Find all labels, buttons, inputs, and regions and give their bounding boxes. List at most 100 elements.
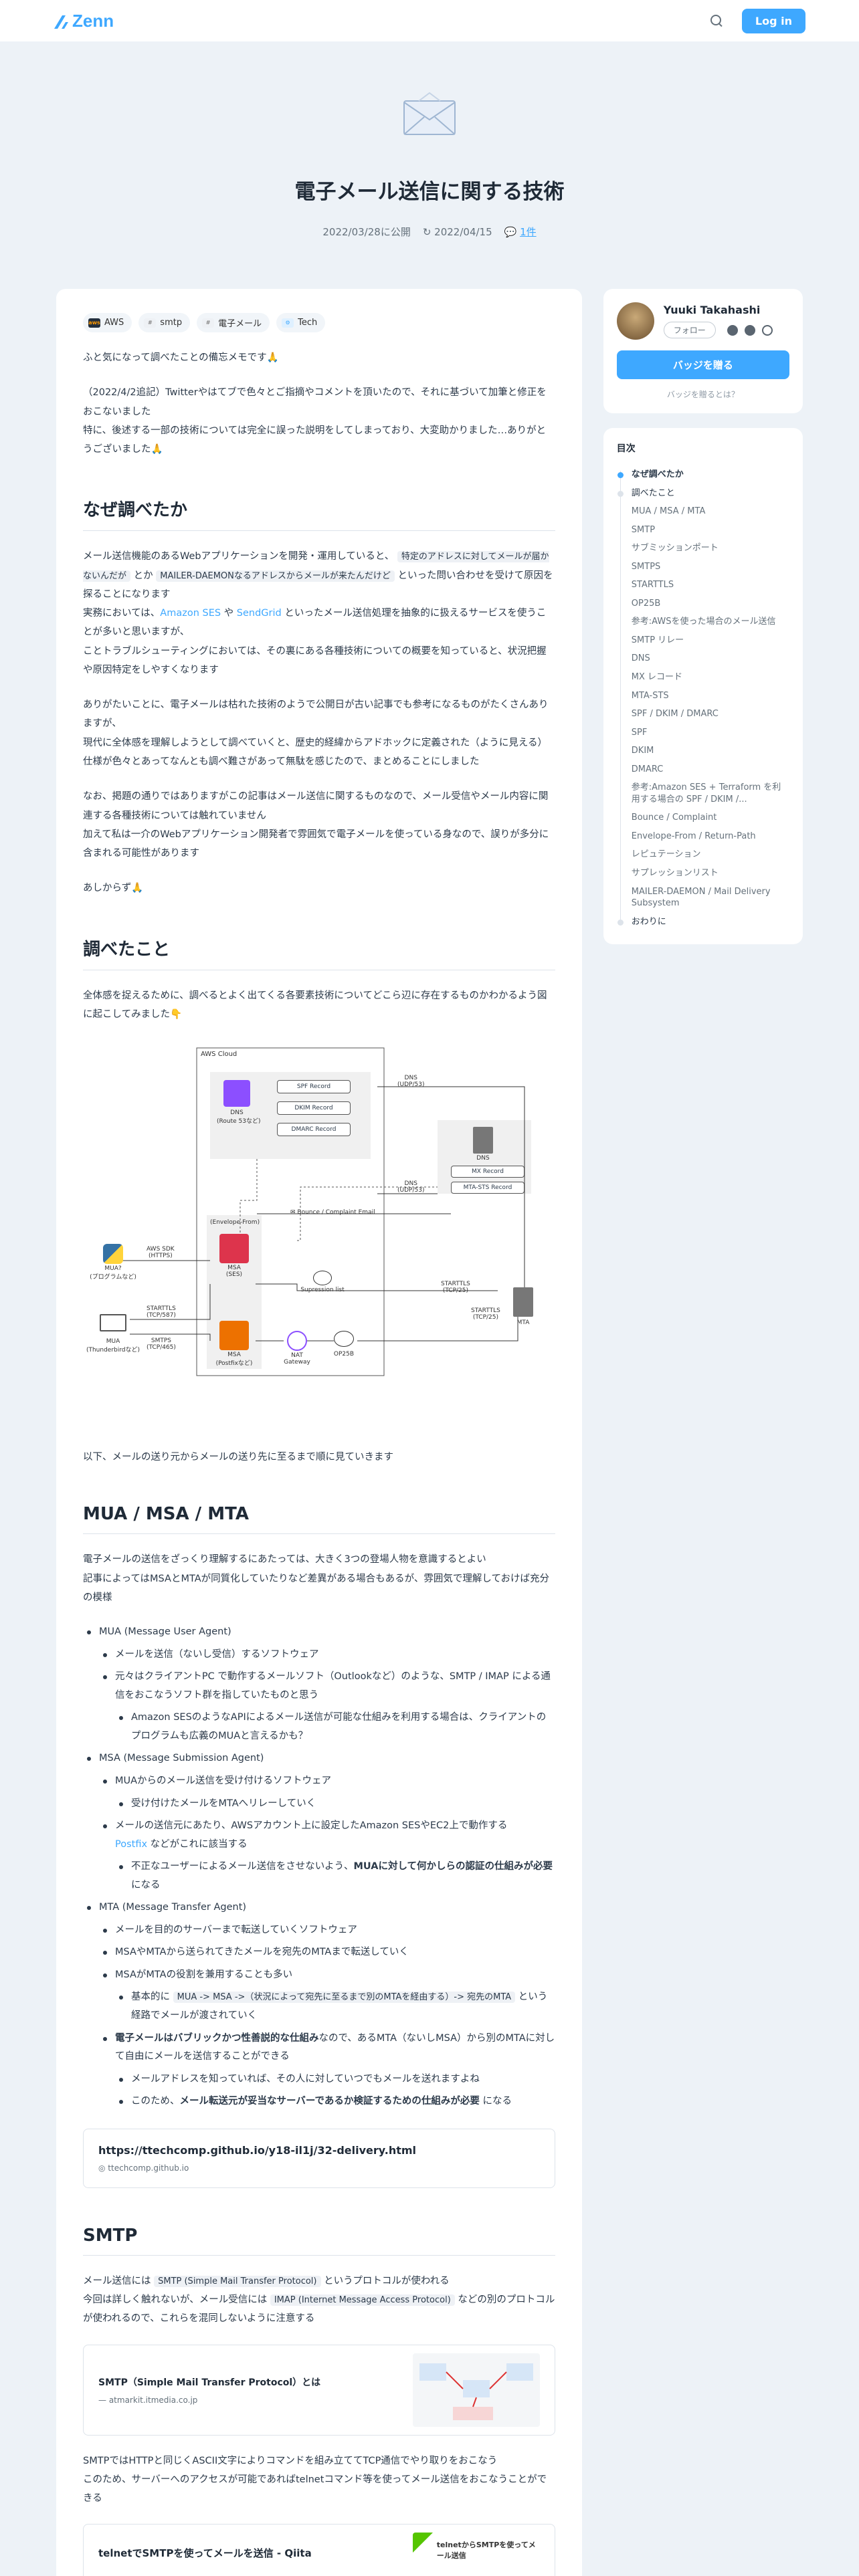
toc-item[interactable]: OP25B [631, 598, 661, 609]
smtp-paragraph-1: メール送信には SMTP (Simple Mail Transfer Proto… [83, 2275, 555, 2325]
section-heading-mua-msa-mta: MUA / MSA / MTA [83, 1504, 555, 1535]
link-card-qiita[interactable]: telnetでSMTPを使ってメールを送信 - Qiita telnetからSM… [83, 2524, 555, 2576]
twitter-icon[interactable] [744, 324, 755, 336]
mta-sts-record: MTA-STS Record [451, 1182, 524, 1194]
toc-item[interactable]: なぜ調べたか [617, 465, 789, 484]
table-of-contents: なぜ調べたか調べたこと MUA / MSA / MTA SMTP サブミッションポート… [617, 465, 789, 931]
toc-item[interactable]: SMTP [631, 524, 656, 535]
dns-route53-icon: DNS (Route 53など) [217, 1080, 260, 1125]
link-card-host: — atmarkit.itmedia.co.jp [98, 2395, 198, 2405]
toc-item[interactable]: MUA / MSA / MTA [631, 506, 706, 517]
why-paragraph-2: ありがたいことに、電子メールは枯れた技術のようで公開日が古い記事でも参考になるも… [83, 700, 549, 767]
dns-udp-label-2: DNS (UDP/53) [397, 1180, 425, 1194]
search-icon[interactable] [710, 14, 723, 27]
why-paragraph-3: なお、掲題の通りではありますがこの記事はメール送信に関するものなので、メール受信… [83, 791, 549, 859]
link-card-host: ◎ ttechcomp.github.io [98, 2163, 189, 2173]
toc-item[interactable]: 参考:AWSを使った場合のメール送信 [631, 617, 776, 627]
toc-item[interactable]: サブミッションポート [631, 543, 719, 554]
update-note: （2022/4/2追記）Twitterやはてブで色々とご指摘やコメントを頂いたの… [83, 387, 547, 455]
suppression-list-icon: Supression list [296, 1271, 349, 1293]
github-icon[interactable] [727, 324, 738, 336]
toc-item[interactable]: MTA-STS [631, 690, 669, 701]
topic-email[interactable]: #電子メール [197, 313, 270, 332]
why-paragraph-1: メール送信機能のあるWebアプリケーションを開発・運用していると、 特定のアドレ… [83, 551, 553, 675]
toc-item[interactable]: SPF [631, 727, 648, 738]
msa-postfix-icon: MSA (Postfixなど) [213, 1321, 255, 1367]
mua-program-icon: MUA? (プログラムなど) [83, 1244, 143, 1281]
topic-tech[interactable]: ⚙Tech [276, 313, 326, 332]
list-item: 元々はクライアントPC で動作するメールソフト（Outlookなど）のような、S… [99, 1668, 555, 1745]
mta-server-icon: MTA [511, 1287, 535, 1326]
follow-button[interactable]: フォロー [663, 322, 716, 338]
smtp-paragraph-2: SMTPではHTTPと同じくASCII文字によりコマンドを組み立ててTCP通信で… [83, 2455, 547, 2504]
toc-item[interactable]: STARTTLS [631, 580, 674, 591]
dkim-record: DKIM Record [277, 1101, 351, 1115]
postfix-link[interactable]: Postfix [115, 1838, 148, 1850]
research-intro: 全体感を捉えるために、調べるとよく出てくる各要素技術についてどこら辺に存在するも… [83, 990, 547, 1020]
author-name[interactable]: Yuuki Takahashi [663, 304, 761, 316]
toc-item[interactable]: MAILER-DAEMON / Mail Delivery Subsystem [631, 886, 771, 909]
toc-item[interactable]: DMARC [631, 764, 664, 774]
toc-item[interactable]: SMTP リレー [631, 635, 684, 645]
tech-icon: ⚙ [282, 318, 294, 328]
aws-cloud-label: AWS Cloud [201, 1051, 237, 1059]
starttls-25-label-1: STARTTLS (TCP/25) [441, 1281, 470, 1295]
zenn-logo[interactable]: Zenn [54, 11, 114, 31]
article-header: 電子メール送信に関する技術 2022/03/28に公開 ↻ 2022/04/15… [0, 41, 859, 289]
toc-item[interactable]: Bounce / Complaint [631, 813, 717, 823]
badge-help-link[interactable]: バッジを贈るとは？ [666, 390, 739, 399]
list-item: MTA (Message Transfer Agent) メールを目的のサーバー… [83, 1899, 555, 2111]
toc-item[interactable]: DKIM [631, 746, 654, 756]
link-icon[interactable] [761, 324, 773, 336]
toc-item[interactable]: サプレッションリスト [631, 868, 719, 879]
msa-ses-icon: MSA (SES) [213, 1234, 255, 1278]
list-item: 不正なユーザーによるメール送信をさせないよう、MUAに対して何かしらの認証の仕組… [115, 1858, 555, 1895]
link-card-title: https://ttechcomp.github.io/y18-il1j/32-… [98, 2143, 417, 2157]
toc-item[interactable]: レピュテーション [631, 849, 701, 860]
sendgrid-link[interactable]: SendGrid [236, 608, 282, 619]
toc-item[interactable]: おわりに [617, 913, 789, 932]
ses-link[interactable]: Amazon SES [160, 608, 221, 619]
agent-list: MUA (Message User Agent) メールを送信（ないし受信）する… [83, 1623, 555, 2111]
list-item: メールを目的のサーバーまで転送していくソフトウェア [99, 1921, 555, 1940]
send-badge-button[interactable]: バッジを贈る [616, 350, 789, 379]
list-item: MSAがMTAの役割を兼用することも多い 基本的に MUA -> MSA ->（… [99, 1966, 555, 2026]
toc-item[interactable]: Envelope-From / Return-Path [631, 831, 756, 841]
mua-thunderbird-icon: MUA (Thunderbirdなど) [83, 1314, 143, 1354]
aws-icon: aws [88, 318, 100, 328]
toc-item[interactable]: MX レコード [631, 672, 683, 683]
toc-item[interactable]: SPF / DKIM / DMARC [631, 709, 719, 720]
toc-item[interactable]: 調べたこと [617, 484, 789, 503]
bounce-email-label: ✉ Bounce / Complaint Email [290, 1209, 375, 1216]
email-architecture-diagram: AWS Cloud DNS (Route 53など) SPF Record DK… [83, 1040, 558, 1434]
starttls-25-label-2: STARTTLS (TCP/25) [471, 1307, 500, 1321]
zenn-logo-icon [54, 13, 68, 29]
toc-item[interactable]: SMTPS [631, 561, 661, 572]
toc-item[interactable]: DNS [631, 653, 650, 664]
list-item: メールの送信元にあたり、AWSアカウント上に設定したAmazon SESやEC2… [99, 1817, 555, 1895]
toc-item[interactable]: 参考:Amazon SES + Terraform を利用する場合の SPF /… [631, 782, 781, 804]
list-item: 電子メールはバブリックかつ性善説的な仕組みなので、あるMTA（ないしMSA）から… [99, 2030, 555, 2111]
list-item: 基本的に MUA -> MSA ->（状況によって宛先に至るまで別のMTAを経由… [115, 1988, 555, 2025]
topic-smtp[interactable]: #smtp [138, 313, 191, 332]
toc-title: 目次 [616, 443, 636, 454]
dns-server-icon: DNS [456, 1127, 510, 1162]
avatar[interactable] [616, 302, 654, 340]
nat-gateway-icon: NAT Gateway [277, 1331, 317, 1366]
link-card-title: SMTP（Simple Mail Transfer Protocol）とは [98, 2377, 321, 2388]
link-card-title: telnetでSMTPを使ってメールを送信 - Qiita [98, 2547, 312, 2559]
link-card-delivery[interactable]: https://ttechcomp.github.io/y18-il1j/32-… [83, 2128, 555, 2188]
article-emoji [0, 92, 859, 152]
list-item: Amazon SESのようなAPIによるメール送信が可能な仕組みを利用する場合は… [115, 1709, 555, 1745]
link-card-smtp[interactable]: SMTP（Simple Mail Transfer Protocol）とは — … [83, 2344, 555, 2436]
envelope-from-label: (Envelope-From) [210, 1219, 260, 1226]
list-item: メールアドレスを知っていれば、その人に対していつでもメールを送れますよね [115, 2070, 555, 2089]
link-card-thumbnail: telnetからSMTPを使ってメール送信 [412, 2533, 540, 2573]
zenn-logo-text: Zenn [72, 10, 114, 31]
diagram-lines [122, 1047, 531, 1376]
comment-count[interactable]: 💬 1件 [504, 226, 537, 238]
login-button[interactable]: Log in [741, 8, 805, 33]
list-item: MSA (Message Submission Agent) MUAからのメール… [83, 1749, 555, 1895]
